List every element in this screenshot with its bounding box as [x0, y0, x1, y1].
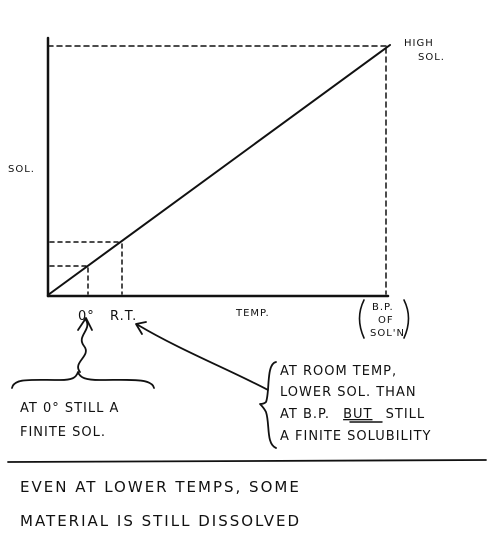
tick-label-rt: R.T. [110, 309, 137, 324]
bp-right-paren [403, 299, 410, 339]
zero-note-line2: FINITE SOL. [20, 425, 106, 440]
bp-label-line1: B.P. [372, 302, 394, 313]
rt-note-line3: AT B.P. BUT STILL [280, 407, 425, 422]
rt-note-brace [259, 361, 277, 449]
rt-note-line4: A FINITE SOLUBILITY [280, 429, 432, 444]
footer-separator [7, 459, 487, 463]
x-axis-label: TEMP. [235, 308, 270, 319]
rt-arrowhead [135, 321, 147, 335]
rt-note-line2: LOWER SOL. THAN [280, 385, 417, 400]
high-sol-label-line2: SOL. [418, 52, 445, 63]
high-sol-label-line1: HIGH [404, 38, 434, 49]
rt-note-line3-start: AT B.P. [280, 407, 330, 422]
rt-note-line1: AT ROOM TEMP, [280, 364, 397, 379]
tick-label-zero: 0° [78, 309, 95, 324]
rt-note-line3-underlined: BUT [343, 407, 372, 422]
solubility-line [47, 44, 391, 296]
bp-left-paren [358, 299, 365, 339]
bp-label-line2: OF [378, 315, 394, 326]
footer-line1: EVEN AT LOWER TEMPS, SOME [20, 478, 301, 496]
zero-note-brace [11, 371, 155, 389]
zero-arrowhead [77, 317, 93, 331]
zero-note-line1: AT 0° STILL A [20, 401, 119, 416]
footer-line2: MATERIAL IS STILL DISSOLVED [20, 512, 301, 530]
y-axis-label: SOL. [8, 164, 35, 175]
zero-squiggle-arrow [77, 319, 89, 373]
rt-note-line3-end: STILL [386, 407, 426, 422]
bp-label-line3: SOL'N [370, 328, 405, 339]
rt-curved-arrow [137, 324, 269, 391]
